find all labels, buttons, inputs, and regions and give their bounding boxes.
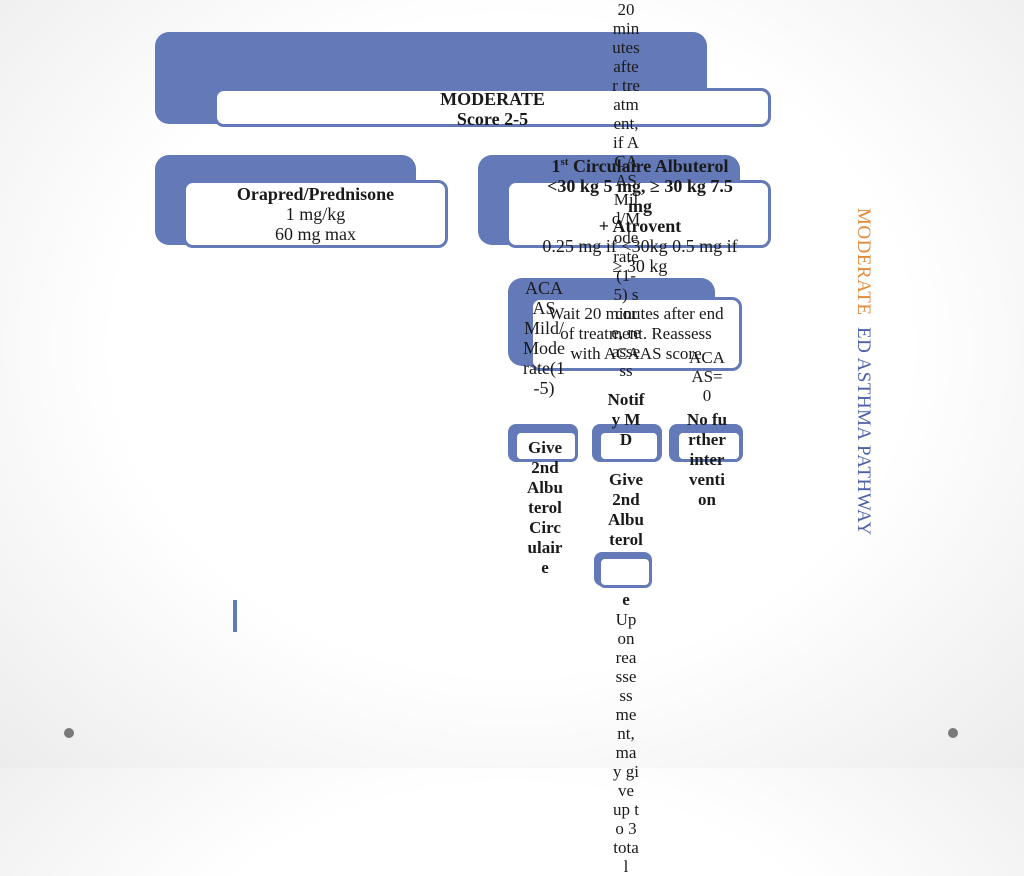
albuterol-line1: 1st Circulaire Albuterol	[551, 156, 729, 176]
right-small-box	[676, 430, 742, 462]
steroid-box: Orapred/Prednisone 1 mg/kg 60 mg max	[183, 180, 448, 248]
albuterol-text: 1st Circulaire Albuterol <30 kg 5 mg, ≥ …	[505, 152, 775, 276]
albuterol-line5: 0.25 mg if <30kg 0.5 mg if	[542, 236, 738, 256]
center-bottom-text: Upon reassessment, may give up to 3 tota…	[613, 610, 639, 876]
header-subtitle: Score 2-5	[456, 108, 529, 129]
overflow-left-text: ACAAS Mild/Moderate(1-5)	[523, 278, 565, 398]
center-bottom-box	[598, 556, 652, 588]
overflow-center-text: 20 minutes after treatment, if ACAAS Mil…	[611, 0, 641, 380]
left-small-box	[514, 430, 578, 462]
albuterol-line2: <30 kg 5 mg, ≥ 30 kg 7.5	[547, 176, 733, 196]
center-small-box	[598, 430, 660, 462]
left-box-text: Give 2nd Albuterol Circulaire	[527, 438, 563, 577]
header-title: MODERATE	[440, 88, 545, 109]
center-box-text-2: Give 2nd Albuterol Circulaire	[608, 470, 644, 609]
albuterol-line3: mg	[628, 196, 652, 216]
albuterol-line6: ≥ 30 kg	[612, 256, 668, 276]
side-title-pathway: ED ASTHMA PATHWAY	[853, 327, 874, 537]
steroid-dose: 1 mg/kg	[285, 204, 346, 224]
wait-box: Wait 20 minutes after end of treatment. …	[530, 297, 742, 371]
albuterol-line4: + Atrovent	[598, 216, 682, 236]
side-title-moderate: MODERATE	[853, 208, 874, 316]
steroid-max: 60 mg max	[275, 224, 356, 244]
decorative-bar	[233, 600, 237, 632]
side-title: MODERATE ED ASTHMA PATHWAY	[852, 208, 874, 536]
steroid-title: Orapred/Prednisone	[236, 184, 395, 204]
center-box-text: Notify MD	[607, 390, 645, 449]
slide-dot-right	[948, 728, 958, 738]
overflow-right-text: ACAAS=0	[689, 348, 725, 405]
wait-text: Wait 20 minutes after end of treatment. …	[548, 304, 724, 363]
slide: MODERATE Score 2-5 Orapred/Prednisone 1 …	[64, 0, 958, 876]
header-box: MODERATE Score 2-5	[214, 88, 771, 129]
slide-dot-left	[64, 728, 74, 738]
right-box-text: No further intervention	[686, 410, 728, 509]
albuterol-box	[506, 180, 771, 248]
